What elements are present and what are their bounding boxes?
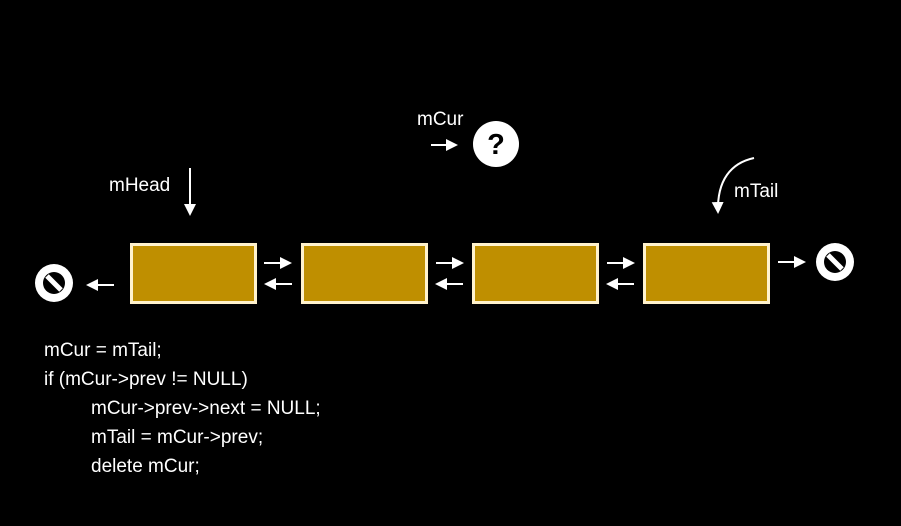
question-mark: ?: [487, 129, 505, 161]
code-block: mCur = mTail; if (mCur->prev != NULL) mC…: [44, 336, 321, 481]
list-node-1: [130, 243, 257, 304]
no-entry-icon: [35, 264, 73, 302]
list-node-2: [301, 243, 428, 304]
code-line: mCur->prev->next = NULL;: [91, 398, 321, 419]
code-line: delete mCur;: [91, 456, 200, 477]
question-circle-icon: ?: [473, 121, 519, 167]
code-line: mCur = mTail;: [44, 340, 162, 361]
list-node-4: [643, 243, 770, 304]
list-node-3: [472, 243, 599, 304]
no-entry-icon: [816, 243, 854, 281]
tail-pointer-label: mTail: [734, 181, 779, 202]
code-line: mTail = mCur->prev;: [91, 427, 264, 448]
code-line: if (mCur->prev != NULL): [44, 369, 248, 390]
tail-pointer-arrow: [711, 157, 755, 214]
head-pointer-label: mHead: [109, 175, 171, 196]
current-pointer-label: mCur: [417, 109, 464, 130]
